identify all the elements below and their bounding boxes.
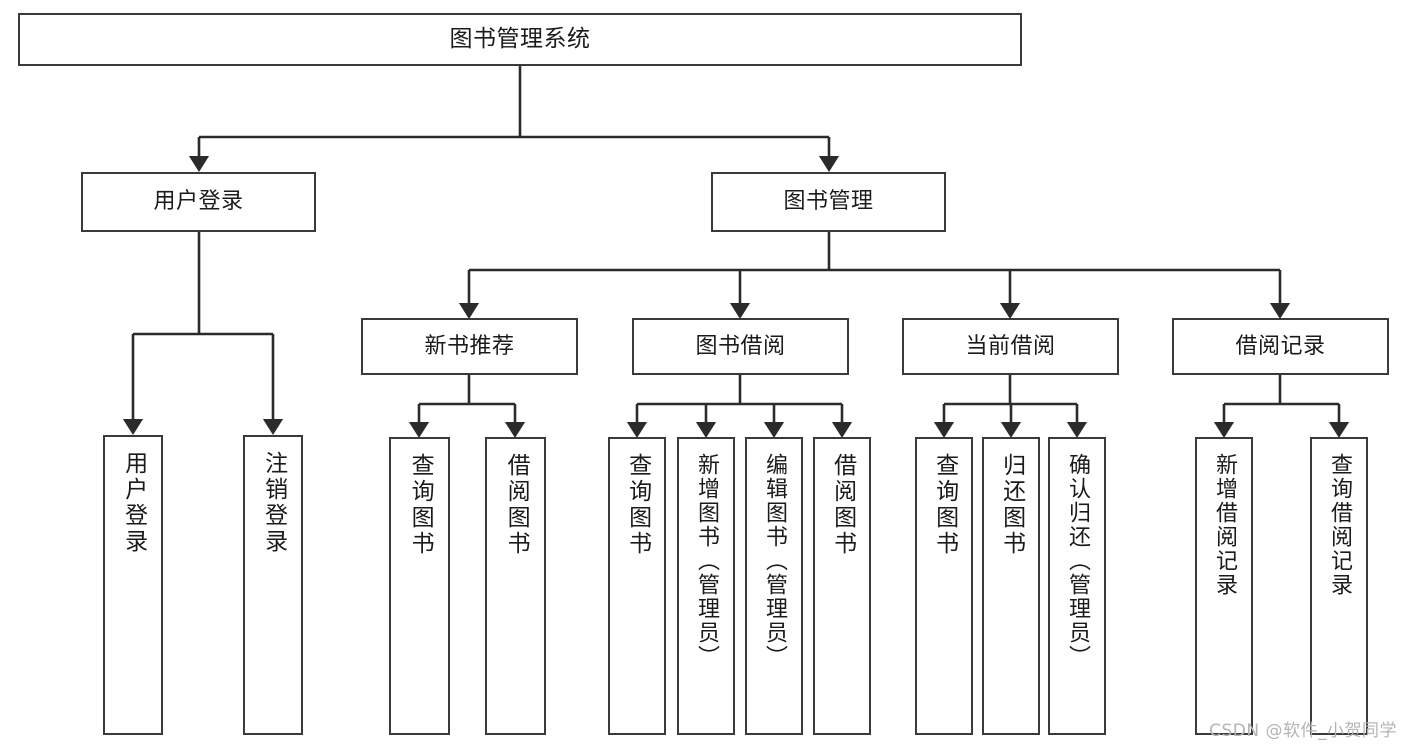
node-label: 图书借阅 [695, 333, 786, 359]
node-current-borrow[interactable]: 当前借阅 [902, 318, 1119, 375]
node-label: 借阅图书 [829, 453, 856, 557]
node-root-book-management-system[interactable]: 图书管理系统 [18, 13, 1022, 66]
node-new-book-recommend[interactable]: 新书推荐 [361, 318, 578, 375]
leaf-current-borrow-query[interactable]: 查询图书 [915, 437, 973, 735]
node-label: 借阅图书 [503, 453, 530, 557]
node-label: 用户登录 [153, 189, 244, 215]
node-label: 查询图书 [624, 453, 651, 557]
node-label: 图书管理系统 [449, 26, 591, 53]
leaf-new-book-borrow[interactable]: 借阅图书 [485, 437, 546, 735]
node-borrow-records[interactable]: 借阅记录 [1172, 318, 1389, 375]
leaf-user-login-login[interactable]: 用户登录 [103, 435, 163, 735]
node-label: 借阅记录 [1235, 333, 1326, 359]
node-label: 确认归还（管理员） [1064, 453, 1090, 669]
node-user-login[interactable]: 用户登录 [81, 172, 316, 232]
leaf-book-borrow-query[interactable]: 查询图书 [608, 437, 666, 735]
node-label: 用户登录 [120, 451, 147, 555]
leaf-borrow-records-add[interactable]: 新增借阅记录 [1195, 437, 1253, 735]
node-label: 新书推荐 [424, 333, 515, 359]
node-label: 新增图书（管理员） [693, 453, 719, 669]
node-label: 查询图书 [407, 453, 434, 557]
leaf-book-borrow-edit-book-admin[interactable]: 编辑图书（管理员） [745, 437, 803, 735]
leaf-borrow-records-query[interactable]: 查询借阅记录 [1310, 437, 1368, 735]
node-label: 当前借阅 [965, 333, 1056, 359]
leaf-current-borrow-confirm-return-admin[interactable]: 确认归还（管理员） [1048, 437, 1106, 735]
node-label: 注销登录 [260, 451, 287, 555]
node-label: 查询借阅记录 [1326, 453, 1352, 597]
leaf-current-borrow-return[interactable]: 归还图书 [982, 437, 1040, 735]
leaf-new-book-query[interactable]: 查询图书 [389, 437, 450, 735]
node-book-management[interactable]: 图书管理 [711, 172, 946, 232]
leaf-book-borrow-borrow[interactable]: 借阅图书 [813, 437, 871, 735]
leaf-book-borrow-add-book-admin[interactable]: 新增图书（管理员） [677, 437, 735, 735]
node-label: 归还图书 [998, 453, 1025, 557]
node-label: 新增借阅记录 [1211, 453, 1237, 597]
node-book-borrow[interactable]: 图书借阅 [632, 318, 849, 375]
node-label: 图书管理 [783, 189, 874, 215]
node-label: 编辑图书（管理员） [761, 453, 787, 669]
node-label: 查询图书 [931, 453, 958, 557]
leaf-user-login-logout[interactable]: 注销登录 [243, 435, 303, 735]
